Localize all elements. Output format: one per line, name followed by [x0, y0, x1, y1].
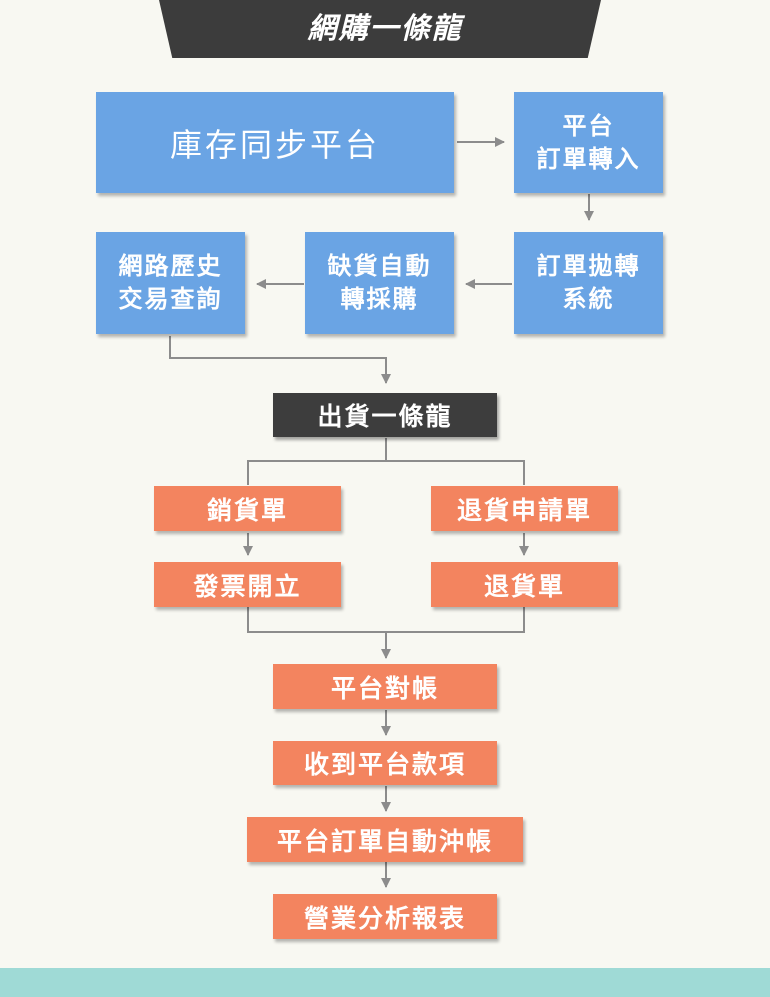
node-auto-purchase-line2: 轉採購 [340, 285, 419, 313]
merge-left [247, 607, 525, 633]
node-platform-reconcile-label: 平台對帳 [330, 673, 439, 703]
node-inventory-sync: 庫存同步平台 [96, 92, 454, 193]
node-platform-order-import-line2: 訂單轉入 [536, 144, 641, 173]
node-report: 營業分析報表 [273, 894, 497, 939]
split-shipping-branches [247, 438, 387, 485]
node-auto-offset-label: 平台訂單自動沖帳 [276, 826, 493, 856]
node-shipping-label: 出貨一條龍 [317, 402, 453, 431]
node-auto-purchase: 缺貨自動 轉採購 [305, 232, 454, 334]
node-platform-order-import-line1: 平台 [562, 111, 615, 140]
node-platform-reconcile: 平台對帳 [273, 664, 497, 709]
page-title: 網購一條龍 [307, 11, 463, 45]
node-order-transfer-line2: 系統 [562, 285, 615, 313]
node-history-query: 網路歷史 交易查詢 [96, 232, 245, 334]
node-invoice-issue: 發票開立 [154, 562, 341, 607]
arrow-history-to-shipping [169, 336, 391, 384]
node-auto-purchase-line1: 缺貨自動 [327, 252, 432, 280]
node-invoice-issue-label: 發票開立 [193, 571, 302, 601]
split-shipping-right [386, 460, 525, 485]
node-history-query-line2: 交易查詢 [118, 285, 223, 313]
node-sales-slip-label: 銷貨單 [206, 495, 288, 525]
node-return-slip-label: 退貨單 [483, 571, 565, 601]
node-return-slip: 退貨單 [431, 562, 618, 607]
node-history-query-line1: 網路歷史 [118, 252, 223, 280]
node-return-request-label: 退貨申請單 [456, 495, 592, 525]
node-receive-payment: 收到平台款項 [273, 741, 497, 785]
node-return-request: 退貨申請單 [431, 486, 618, 531]
node-order-transfer-line1: 訂單拋轉 [536, 252, 641, 280]
node-receive-payment-label: 收到平台款項 [303, 750, 466, 779]
node-report-label: 營業分析報表 [303, 903, 466, 933]
node-order-transfer: 訂單拋轉 系統 [514, 232, 663, 334]
node-auto-offset: 平台訂單自動沖帳 [247, 817, 523, 862]
node-shipping: 出貨一條龍 [273, 393, 497, 437]
node-sales-slip: 銷貨單 [154, 486, 341, 531]
node-platform-order-import: 平台 訂單轉入 [514, 92, 663, 193]
node-inventory-sync-label: 庫存同步平台 [169, 125, 380, 164]
footer-band [0, 968, 770, 997]
title-banner [159, 0, 601, 58]
